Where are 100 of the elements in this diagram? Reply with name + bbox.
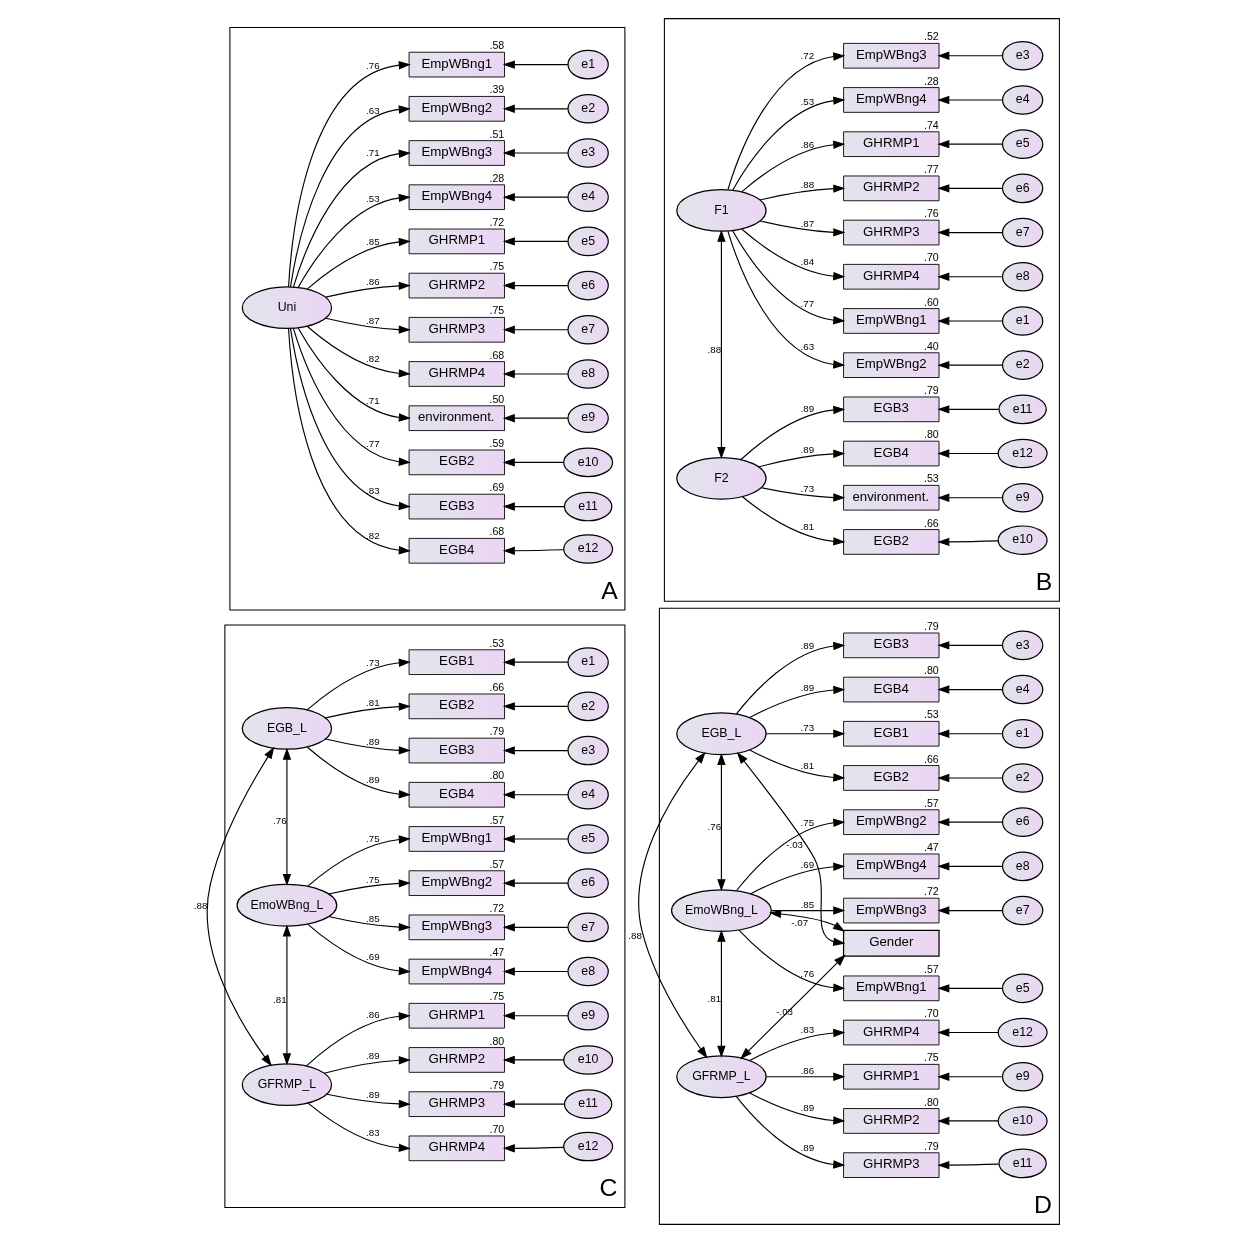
node-ellipse: e8 [567, 359, 609, 389]
node-ellipse: e5 [567, 226, 609, 257]
arrow [749, 749, 846, 782]
edge-label: .77 [800, 297, 815, 309]
edge-label: .85 [800, 898, 815, 910]
edge-label: .53 [366, 193, 380, 205]
node-ellipse: e6 [1001, 173, 1044, 204]
edge-label: .85 [366, 235, 380, 247]
edge-label: .63 [366, 104, 380, 116]
node-ellipse: e6 [567, 868, 609, 898]
node-label: .66 [924, 516, 939, 529]
node-label: .57 [924, 962, 939, 975]
node-label: .57 [924, 796, 939, 809]
node-ellipse: e5 [1001, 973, 1044, 1004]
edge-label: .89 [800, 682, 815, 694]
node-ellipse: e5 [567, 824, 609, 854]
edge-label: .73 [800, 721, 815, 733]
node-box: Gender [842, 929, 940, 957]
node-ellipse: EGB_L [241, 707, 333, 750]
arrow [749, 1028, 846, 1062]
arrow [502, 502, 565, 511]
node-label: .70 [924, 1007, 939, 1020]
arrow [749, 685, 846, 719]
arrow [306, 325, 411, 378]
arrow [502, 1055, 565, 1065]
arrow [306, 237, 411, 290]
node-ellipse: e6 [567, 270, 609, 301]
node-label: .68 [489, 348, 505, 361]
edge-label: .81 [273, 993, 287, 1005]
edge-label: .83 [800, 1024, 815, 1036]
arrow [937, 95, 1003, 105]
edge-label: .82 [366, 353, 380, 365]
arrow [741, 140, 846, 193]
edge-label: .88 [707, 343, 722, 355]
arrow [937, 685, 1003, 694]
edge-label: .63 [800, 340, 815, 352]
arrow [937, 1116, 999, 1126]
arrow [502, 413, 569, 423]
node-ellipse: e5 [1001, 129, 1044, 159]
edge-label: .85 [366, 912, 380, 924]
node-label: .80 [924, 1095, 939, 1108]
node-ellipse: e4 [567, 779, 609, 810]
node-ellipse: e7 [567, 912, 609, 943]
edge-label: .83 [366, 1126, 380, 1138]
node-ellipse: GFRMP_L [676, 1055, 767, 1099]
arrow [741, 496, 846, 546]
arrow [502, 1144, 565, 1153]
arrow [502, 546, 565, 555]
arrow [937, 449, 999, 458]
edge-label: .76 [366, 59, 380, 71]
node-ellipse: e1 [567, 647, 609, 677]
node-label: .72 [489, 901, 505, 914]
arrow [502, 193, 569, 202]
arrow [502, 1099, 565, 1109]
edge-label: .89 [366, 1049, 380, 1061]
arrow [937, 862, 1003, 871]
arrow [502, 878, 569, 888]
arrow [937, 316, 1003, 326]
node-ellipse: e11 [563, 1089, 613, 1119]
arrow [305, 1012, 411, 1067]
node-ellipse: e9 [567, 403, 609, 433]
node-ellipse: e4 [1001, 674, 1044, 705]
node-ellipse: e8 [1001, 261, 1044, 292]
edge-label: .76 [800, 967, 815, 979]
edge-label: .89 [800, 444, 815, 456]
arrow [732, 96, 846, 191]
node-ellipse: e4 [1001, 85, 1044, 115]
arrow [502, 60, 569, 69]
edge-label: .83 [366, 485, 380, 497]
edge-label: .89 [800, 639, 815, 651]
node-label: .66 [924, 752, 939, 765]
node-label: .28 [924, 74, 939, 87]
edge-label: .69 [800, 858, 815, 870]
edge-label: .77 [366, 438, 380, 450]
arrow [307, 835, 411, 887]
arrow [502, 369, 569, 379]
arrow [502, 325, 569, 334]
node-ellipse: e2 [567, 691, 609, 722]
arrow [289, 328, 411, 511]
edge-label: .71 [366, 394, 380, 406]
edge-label: .82 [366, 530, 380, 542]
edge-label: -.07 [791, 916, 809, 928]
node-label: .79 [489, 1078, 505, 1091]
edge-label: .89 [800, 402, 815, 414]
node-ellipse: e3 [1001, 41, 1044, 71]
edge-label: .81 [800, 759, 815, 771]
node-ellipse: e11 [998, 1148, 1047, 1179]
node-label: .53 [489, 636, 505, 649]
edge-label: .86 [800, 138, 815, 150]
arrow [937, 272, 1003, 281]
edge-label: .76 [707, 820, 722, 832]
edge-label: .53 [800, 96, 815, 108]
arrow [732, 230, 846, 325]
node-ellipse: e11 [563, 491, 613, 522]
node-ellipse: EGB_L [676, 712, 767, 756]
edge-label: -.03 [786, 838, 804, 850]
arrow [638, 751, 708, 1059]
arrow [282, 747, 292, 886]
node-ellipse: GFRMP_L [241, 1063, 333, 1107]
arrow [937, 228, 1003, 237]
